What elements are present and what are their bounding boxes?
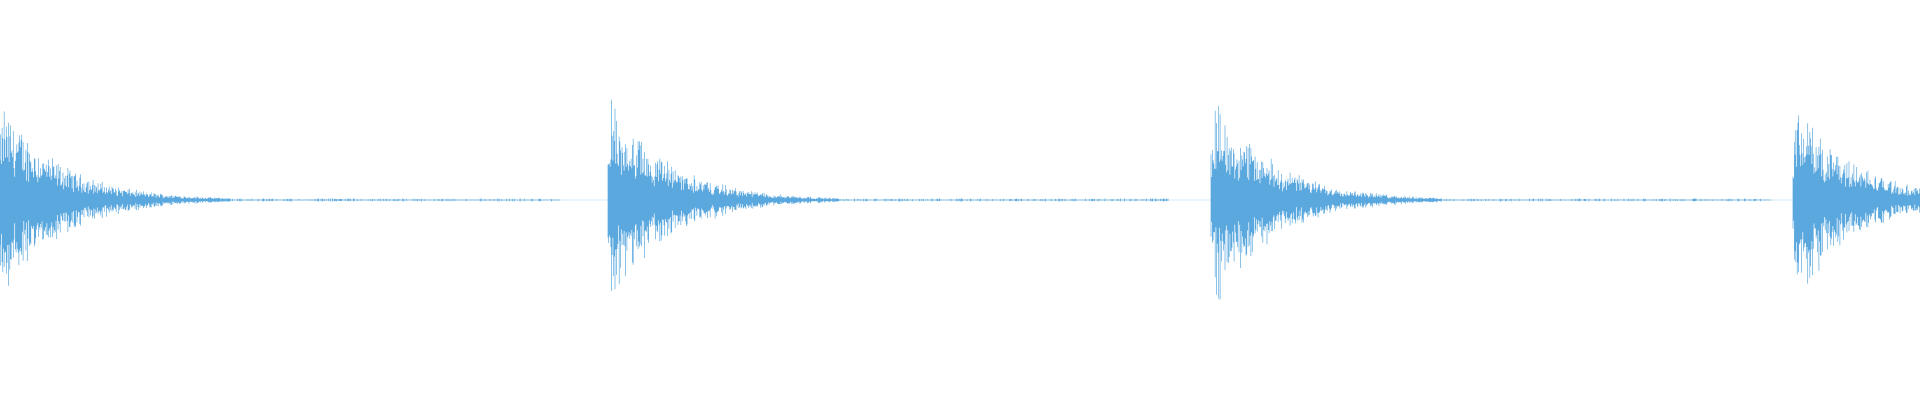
waveform-segment-hit-1 [0,111,561,286]
waveform-trace [0,111,561,286]
waveform-segment-hit-4 [1792,115,1920,284]
waveform-trace [1792,115,1920,284]
waveform-segment-hit-2 [607,99,1169,291]
waveform-trace [607,99,1169,291]
waveform-segment-hit-3 [1210,106,1772,300]
waveform-trace [1210,106,1772,300]
